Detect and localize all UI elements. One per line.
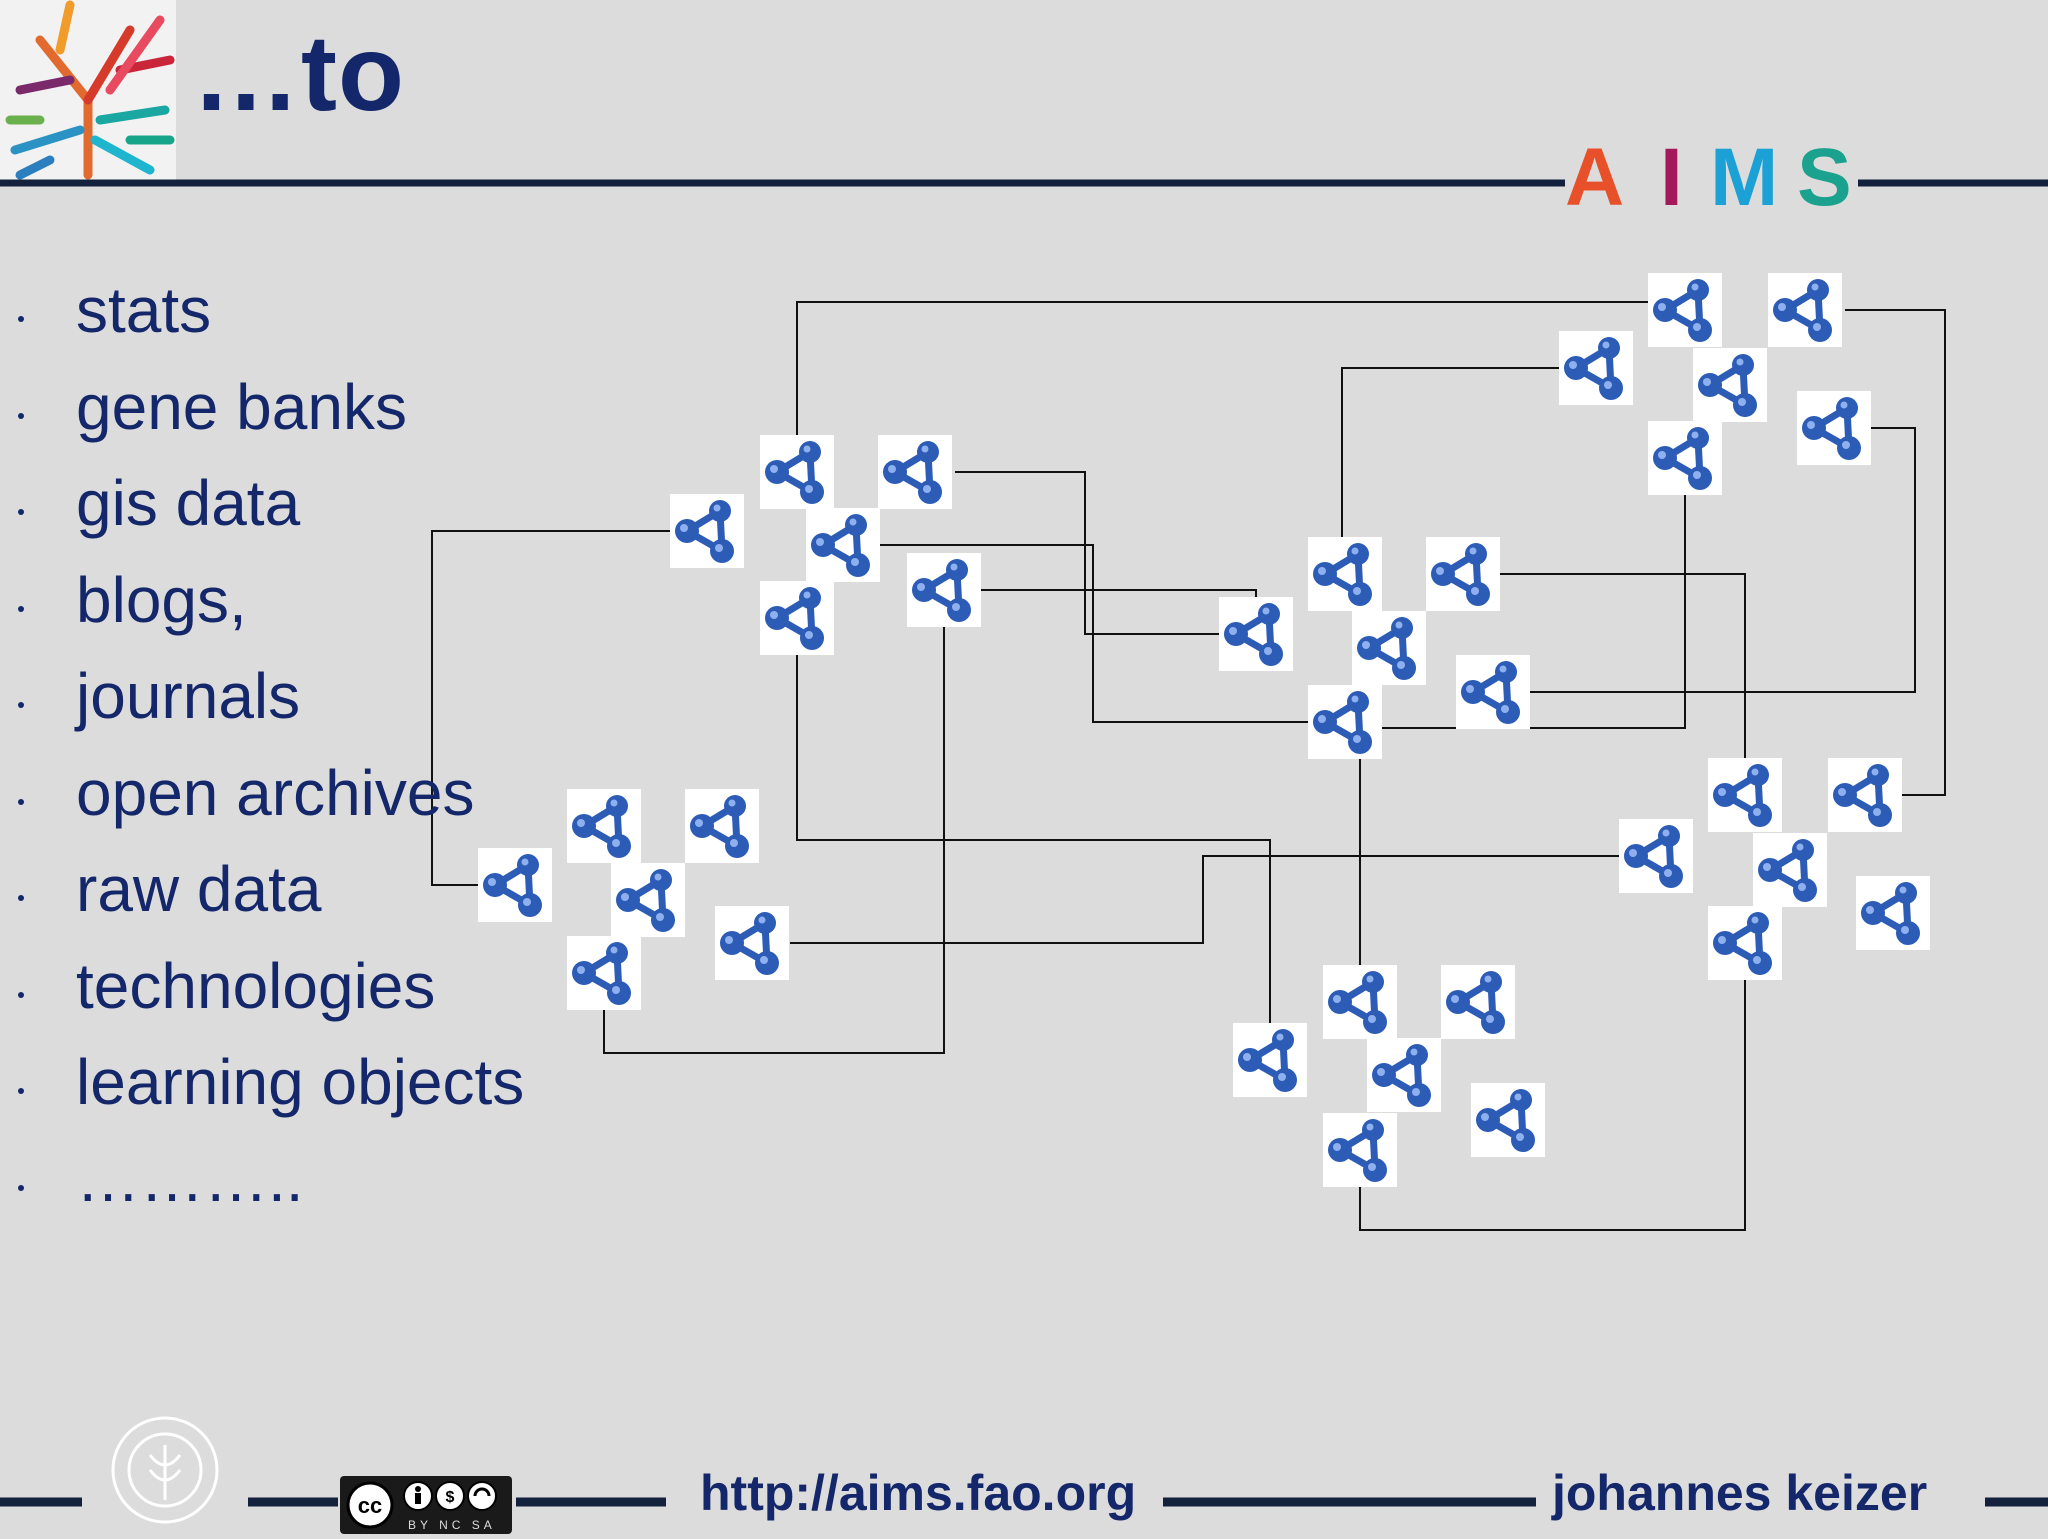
bullet-text: ……….. xyxy=(76,1142,304,1215)
aims-letter: I xyxy=(1660,132,1683,223)
linked-data-node-icon[interactable] xyxy=(760,581,834,655)
linked-data-node-icon[interactable] xyxy=(1426,537,1500,611)
linked-data-node-icon[interactable] xyxy=(1219,597,1293,671)
node-cluster-lower-left xyxy=(478,789,789,1010)
linked-data-node-icon[interactable] xyxy=(1648,421,1722,495)
linked-data-node-icon[interactable] xyxy=(1693,348,1767,422)
linked-data-node-icon[interactable] xyxy=(907,553,981,627)
aims-letter: S xyxy=(1797,132,1852,223)
linked-data-node-icon[interactable] xyxy=(1708,758,1782,832)
bullet-item: technologies xyxy=(0,938,524,1035)
bullet-text: journals xyxy=(76,660,301,732)
bullet-dot xyxy=(18,316,24,322)
bullet-item: stats xyxy=(0,262,524,359)
corner-artwork xyxy=(0,0,176,180)
linked-data-node-icon[interactable] xyxy=(670,494,744,568)
bullet-text: gis data xyxy=(76,467,301,539)
linked-data-node-icon[interactable] xyxy=(806,508,880,582)
linked-data-node-icon[interactable] xyxy=(760,435,834,509)
bullet-text: stats xyxy=(76,274,212,346)
bullet-item: gene banks xyxy=(0,359,524,456)
bullet-item: open archives xyxy=(0,745,524,842)
svg-text:$: $ xyxy=(446,1489,455,1506)
linked-data-node-icon[interactable] xyxy=(1559,331,1633,405)
linked-data-node-icon[interactable] xyxy=(1828,758,1902,832)
linked-data-node-icon[interactable] xyxy=(878,435,952,509)
bullet-list: stats gene banks gis data blogs, journal… xyxy=(0,262,524,1227)
bullet-dot xyxy=(18,509,24,515)
bullet-item: learning objects xyxy=(0,1034,524,1131)
linked-data-node-icon[interactable] xyxy=(567,789,641,863)
bullet-item: journals xyxy=(0,648,524,745)
linked-data-node-icon[interactable] xyxy=(1797,391,1871,465)
node-cluster-top-right xyxy=(1559,273,1871,495)
bullet-text: raw data xyxy=(76,853,322,925)
linked-data-node-icon[interactable] xyxy=(1648,273,1722,347)
bullet-dot xyxy=(18,1184,24,1191)
bullet-dot xyxy=(18,991,24,998)
bullet-item: raw data xyxy=(0,841,524,938)
linked-data-node-icon[interactable] xyxy=(1233,1023,1307,1097)
linked-data-node-icon[interactable] xyxy=(567,936,641,1010)
node-cluster-bottom xyxy=(1233,965,1545,1187)
cc-badge-label: BY NC SA xyxy=(408,1518,496,1532)
linked-data-node-icon[interactable] xyxy=(1753,833,1827,907)
cc-license-badge[interactable]: cc $ BY NC SA xyxy=(340,1476,512,1534)
linked-data-node-icon[interactable] xyxy=(715,906,789,980)
linked-data-node-icon[interactable] xyxy=(1367,1038,1441,1112)
cc-icons: cc $ xyxy=(346,1481,497,1529)
aims-logo: A I M S xyxy=(1565,132,1855,223)
fao-logo xyxy=(111,1416,219,1524)
bullet-item: ……….. xyxy=(0,1131,524,1228)
linked-data-node-icon[interactable] xyxy=(1619,819,1693,893)
slide-title: …to xyxy=(192,12,405,133)
linked-data-node-icon[interactable] xyxy=(1456,655,1530,729)
footer-url-link[interactable]: http://aims.fao.org xyxy=(700,1465,1137,1521)
linked-data-node-icon[interactable] xyxy=(685,789,759,863)
linked-data-node-icon[interactable] xyxy=(1308,537,1382,611)
bullet-dot xyxy=(18,412,24,419)
bullet-item: gis data xyxy=(0,455,524,552)
linked-data-node-icon[interactable] xyxy=(1471,1083,1545,1157)
bullet-dot xyxy=(18,798,24,805)
linked-data-node-icon[interactable] xyxy=(1708,906,1782,980)
linked-data-node-icon[interactable] xyxy=(1323,1113,1397,1187)
bullet-text: blogs, xyxy=(76,563,247,636)
svg-text:cc: cc xyxy=(358,1493,382,1518)
bullet-text: gene banks xyxy=(76,370,407,443)
footer-author: johannes keizer xyxy=(1552,1465,1928,1521)
bullet-item: blogs, xyxy=(0,552,524,649)
linked-data-node-icon[interactable] xyxy=(611,863,685,937)
linked-data-node-icon[interactable] xyxy=(1441,965,1515,1039)
bullet-dot xyxy=(18,895,24,901)
bullet-text: technologies xyxy=(76,949,436,1022)
linked-data-node-icon[interactable] xyxy=(1768,273,1842,347)
node-cluster-middle xyxy=(1219,537,1530,759)
bullet-dot xyxy=(18,1088,24,1094)
bullet-dot xyxy=(18,702,24,708)
linked-data-node-icon[interactable] xyxy=(1352,611,1426,685)
bullet-text: open archives xyxy=(76,756,475,829)
bullet-dot xyxy=(18,605,24,612)
node-cluster-right xyxy=(1619,758,1930,980)
linked-data-node-icon[interactable] xyxy=(1323,965,1397,1039)
linked-data-node-icon[interactable] xyxy=(1856,876,1930,950)
aims-letter: A xyxy=(1565,132,1625,223)
bullet-text: learning objects xyxy=(76,1046,525,1118)
linked-data-node-icon[interactable] xyxy=(1308,685,1382,759)
aims-letter: M xyxy=(1710,132,1779,223)
